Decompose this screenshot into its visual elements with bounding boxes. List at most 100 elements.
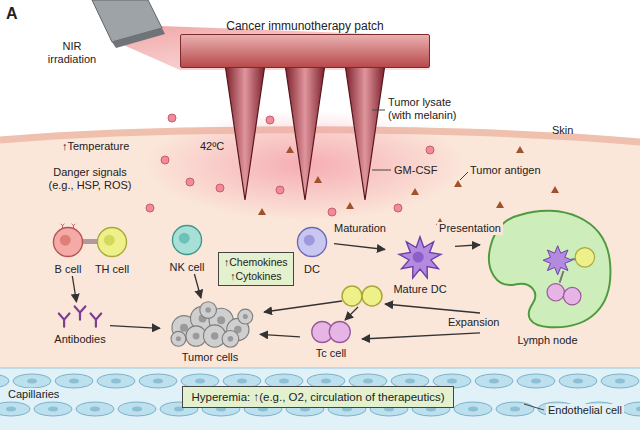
node-label: Antibodies (50, 332, 110, 346)
circle-shape (146, 204, 154, 212)
patch: Cancer immunotherapy patch (180, 18, 430, 68)
ellipse-shape (468, 407, 478, 412)
line-shape (264, 301, 342, 312)
skin-label: Skin (552, 124, 573, 137)
circle-shape (575, 248, 594, 267)
polygon-shape (286, 146, 294, 153)
ellipse-shape (34, 402, 72, 416)
microneedles (225, 64, 385, 200)
polygon-shape (345, 64, 385, 200)
expansion-label: Expansion (448, 316, 499, 329)
endothelial-cells (0, 374, 640, 416)
polygon-shape (346, 202, 354, 209)
polygon-shape (551, 186, 559, 193)
ellipse-shape (454, 402, 492, 416)
polygon-shape (285, 64, 325, 200)
cell-graphic (390, 234, 450, 282)
svg-shape (50, 302, 110, 332)
circle-shape (238, 309, 253, 324)
svg-shape (390, 234, 450, 282)
temperature-value: 42ºC (200, 140, 224, 153)
circle-shape (171, 331, 186, 346)
arrow-connector (455, 245, 480, 247)
ellipse-shape (76, 402, 114, 416)
ellipse-shape (615, 379, 625, 384)
path-shape (61, 224, 76, 229)
svg-shape (92, 222, 132, 262)
cell-graphic (48, 222, 88, 262)
ellipse-shape (489, 379, 499, 384)
circle-shape (205, 307, 211, 313)
node-label: Lymph node (480, 333, 615, 347)
ellipse-shape (139, 374, 177, 388)
polygon-shape (314, 176, 322, 183)
ellipse-shape (622, 402, 640, 416)
temperature-label: ↑Temperature (62, 140, 129, 153)
ellipse-shape (531, 379, 541, 384)
arrow-connector (334, 244, 385, 250)
antibodies: Antibodies (50, 302, 110, 346)
capillary-band (0, 368, 640, 430)
path-shape (372, 110, 385, 111)
ellipse-shape (153, 379, 163, 384)
circle-shape (426, 146, 434, 154)
ellipse-shape (55, 374, 93, 388)
circle-shape (222, 331, 239, 348)
circle-shape (297, 227, 326, 256)
ellipse-shape (97, 374, 135, 388)
line-shape (560, 271, 564, 283)
helper-t-pair (342, 286, 382, 306)
svg-shape (303, 318, 359, 346)
ellipse-shape (601, 374, 639, 388)
circle-shape (394, 204, 402, 212)
dendritic-cell: DC (290, 222, 334, 276)
cell-graphic (292, 222, 332, 262)
ellipse-shape (447, 379, 457, 384)
ellipse-shape (0, 374, 9, 388)
nir-lamp-lens (112, 28, 165, 48)
circle-shape (200, 302, 217, 319)
svg-shape (48, 222, 88, 262)
line-shape (0, 368, 640, 369)
node-label: Tc cell (300, 346, 362, 360)
cytokine-box: ↑Chemokines↑Cytokines (218, 252, 294, 286)
patch-bar (180, 34, 430, 68)
circle-shape (362, 286, 382, 306)
ellipse-shape (0, 402, 30, 416)
arrow-connector (260, 334, 300, 337)
circle-shape (211, 332, 218, 339)
arrow-connector (72, 276, 76, 302)
ellipse-shape (321, 379, 331, 384)
path-shape (59, 313, 70, 326)
circle-shape (329, 322, 350, 343)
cell-graphic (92, 222, 132, 262)
cell-graphic (303, 318, 359, 346)
circle-shape (193, 333, 200, 340)
ellipse-shape (6, 407, 16, 412)
polygon-shape (258, 208, 266, 215)
polygon-shape (399, 237, 441, 278)
panel-letter: A (6, 4, 18, 23)
circle-shape (217, 316, 225, 324)
circle-shape (547, 284, 564, 301)
ellipse-shape (27, 379, 37, 384)
circle-shape (60, 235, 71, 246)
ellipse-shape (559, 374, 597, 388)
ellipse-shape (195, 379, 205, 384)
node-label: TH cell (90, 262, 134, 276)
line-shape (345, 307, 358, 320)
cytotoxic-t-cell: Tc cell (300, 318, 362, 360)
lamp-label: NIR irradiation (40, 40, 104, 66)
circle-shape (161, 156, 169, 164)
line-shape (385, 304, 480, 313)
circle-shape (266, 116, 274, 124)
circle-shape (172, 225, 201, 254)
polygon-shape (411, 188, 419, 195)
node-label: Cancer immunotherapy patch (180, 18, 430, 34)
hyperemia-box: Hyperemia: ↑(e.g., O2, circulation of th… (182, 386, 453, 408)
circle-shape (186, 178, 194, 186)
ellipse-shape (90, 407, 100, 412)
ellipse-shape (363, 379, 373, 384)
cell-contact (83, 239, 97, 244)
